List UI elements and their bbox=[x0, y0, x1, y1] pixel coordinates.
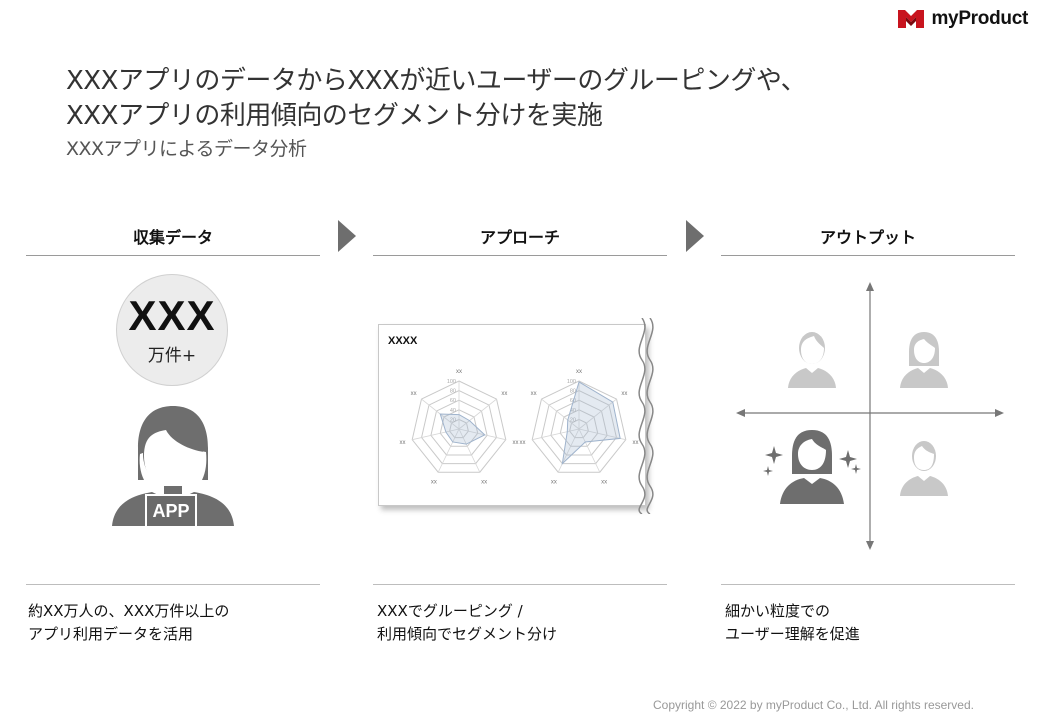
approach-description: XXXでグルーピング / 利用傾向でセグメント分け bbox=[377, 602, 558, 643]
radar-grid-ring bbox=[559, 409, 599, 447]
radar-scale-label: 100 bbox=[567, 379, 576, 385]
radar-scale-label: 100 bbox=[447, 379, 456, 385]
page-title-line-1: XXXアプリのデータからXXXが近いユーザーのグルーピングや、 bbox=[66, 66, 807, 96]
column-heading-collected-data: 収集データ bbox=[26, 224, 320, 256]
page-subtitle: XXXアプリによるデータ分析 bbox=[66, 138, 307, 160]
radar-axis-label: xx bbox=[501, 391, 507, 397]
data-count-number: XXX bbox=[128, 292, 216, 339]
copyright-notice: Copyright © 2022 by myProduct Co., Ltd. … bbox=[653, 698, 974, 712]
radar-spoke bbox=[578, 398, 617, 430]
radar-spoke bbox=[541, 398, 580, 430]
chevron-right-icon bbox=[686, 220, 704, 252]
brand-mark-icon bbox=[898, 10, 925, 28]
radar-chart-canvas: xxxxxxxxxxxxxx10080604020xxxxxxxxxxxxxx1… bbox=[399, 369, 639, 485]
highlighted-user-icon bbox=[763, 430, 861, 504]
radar-spoke bbox=[532, 428, 580, 441]
radar-axis-label: xx bbox=[481, 479, 487, 485]
data-count-badge: XXX 万件+ bbox=[116, 274, 228, 386]
radar-scale-label: 40 bbox=[450, 408, 456, 414]
radar-spoke bbox=[578, 428, 601, 473]
column-heading-approach: アプローチ bbox=[373, 224, 667, 256]
torn-edge-decoration bbox=[638, 318, 654, 514]
radar-spoke bbox=[437, 428, 460, 473]
radar-grid-ring bbox=[541, 390, 617, 465]
data-count-unit: 万件+ bbox=[147, 346, 197, 366]
radar-axis-label: xx bbox=[431, 479, 437, 485]
radar-axis-label: xx bbox=[456, 369, 462, 375]
radar-axis-label: xx bbox=[621, 391, 627, 397]
radar-scale-label: 60 bbox=[450, 398, 456, 404]
radar-axis-label: xx bbox=[411, 391, 417, 397]
radar-axis-label: xx bbox=[513, 440, 519, 446]
brand-name: myProduct bbox=[931, 8, 1028, 29]
radar-spoke bbox=[458, 428, 506, 441]
radar-axis-label: xx bbox=[576, 369, 582, 375]
column-divider bbox=[26, 584, 320, 585]
radar-spoke bbox=[458, 398, 497, 430]
page-title: XXXアプリのデータからXXXが近いユーザーのグルーピングや、 XXXアプリの利… bbox=[66, 64, 807, 134]
radar-spoke bbox=[412, 428, 460, 441]
segment-matrix-axes bbox=[736, 282, 1004, 550]
radar-spoke bbox=[458, 428, 481, 473]
collected-data-description: 約XX万人の、XXX万件以上の アプリ利用データを活用 bbox=[28, 602, 230, 643]
radar-axis-label: xx bbox=[519, 440, 525, 446]
radar-axis-label: xx bbox=[531, 391, 537, 397]
chevron-right-icon bbox=[338, 220, 356, 252]
radar-grid-ring bbox=[569, 418, 589, 439]
radar-grid-ring bbox=[531, 380, 627, 473]
radar-axis-label: xx bbox=[601, 479, 607, 485]
radar-spoke bbox=[557, 428, 580, 473]
user-segment-icon bbox=[788, 332, 836, 388]
radar-scale-label: 20 bbox=[450, 417, 456, 423]
column-divider bbox=[373, 584, 667, 585]
radar-series-shape bbox=[439, 413, 486, 445]
radar-scale-label: 80 bbox=[570, 389, 576, 395]
radar-scale-label: 40 bbox=[570, 408, 576, 414]
output-description: 細かい粒度での ユーザー理解を促進 bbox=[725, 602, 860, 643]
user-segment-icon bbox=[900, 332, 948, 388]
radar-spoke bbox=[578, 428, 626, 441]
user-segment-icon bbox=[900, 441, 948, 496]
brand-logo: myProduct bbox=[897, 8, 1028, 30]
radar-axis-label: xx bbox=[633, 440, 639, 446]
radar-panel-title: XXXX bbox=[388, 335, 418, 347]
radar-axis-label: xx bbox=[551, 479, 557, 485]
page-title-line-2: XXXアプリの利用傾向のセグメント分けを実施 bbox=[66, 101, 603, 131]
app-label: APP bbox=[145, 494, 197, 528]
radar-grid-ring bbox=[411, 380, 507, 473]
radar-series-shape bbox=[561, 381, 621, 465]
radar-scale-label: 20 bbox=[570, 417, 576, 423]
radar-grid-ring bbox=[550, 399, 608, 456]
radar-grid-ring bbox=[430, 399, 488, 456]
radar-scale-label: 80 bbox=[450, 389, 456, 395]
radar-grid-ring bbox=[421, 390, 497, 465]
radar-grid-ring bbox=[439, 409, 479, 447]
column-divider bbox=[721, 584, 1015, 585]
radar-grid-ring bbox=[449, 418, 469, 439]
radar-axis-label: xx bbox=[399, 440, 405, 446]
column-heading-output: アウトプット bbox=[721, 224, 1015, 256]
